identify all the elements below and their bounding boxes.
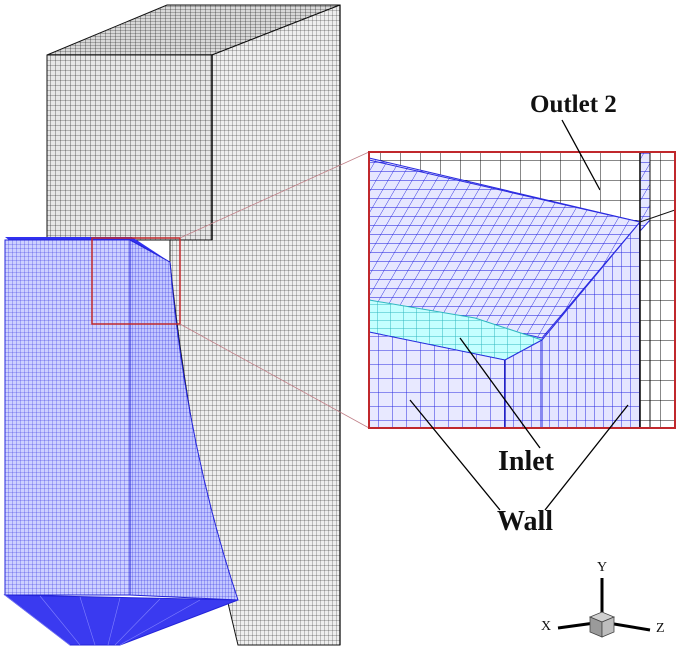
axis-z-label: Z — [656, 621, 665, 636]
outlet-domain — [46, 4, 341, 646]
wall-label: Wall — [497, 506, 553, 537]
zoom-guides — [179, 151, 370, 429]
outlet-front-face — [46, 54, 213, 241]
zoom-wall-front — [369, 331, 506, 428]
wall-bottom-taper — [3, 594, 239, 646]
wall-side-face — [129, 239, 239, 601]
wall-domain — [3, 237, 239, 646]
zoom-frame — [368, 151, 676, 429]
axis-x-label: X — [541, 619, 551, 634]
axis-triad: Y X Z — [541, 560, 665, 638]
focus-rectangle — [91, 237, 181, 325]
axis-y-label: Y — [597, 560, 607, 575]
wall-front-face — [4, 239, 131, 596]
outlet-label: Outlet 2 — [530, 91, 617, 118]
leader-lines — [409, 119, 629, 511]
zoom-panel — [369, 152, 675, 428]
inlet-label: Inlet — [498, 446, 555, 477]
